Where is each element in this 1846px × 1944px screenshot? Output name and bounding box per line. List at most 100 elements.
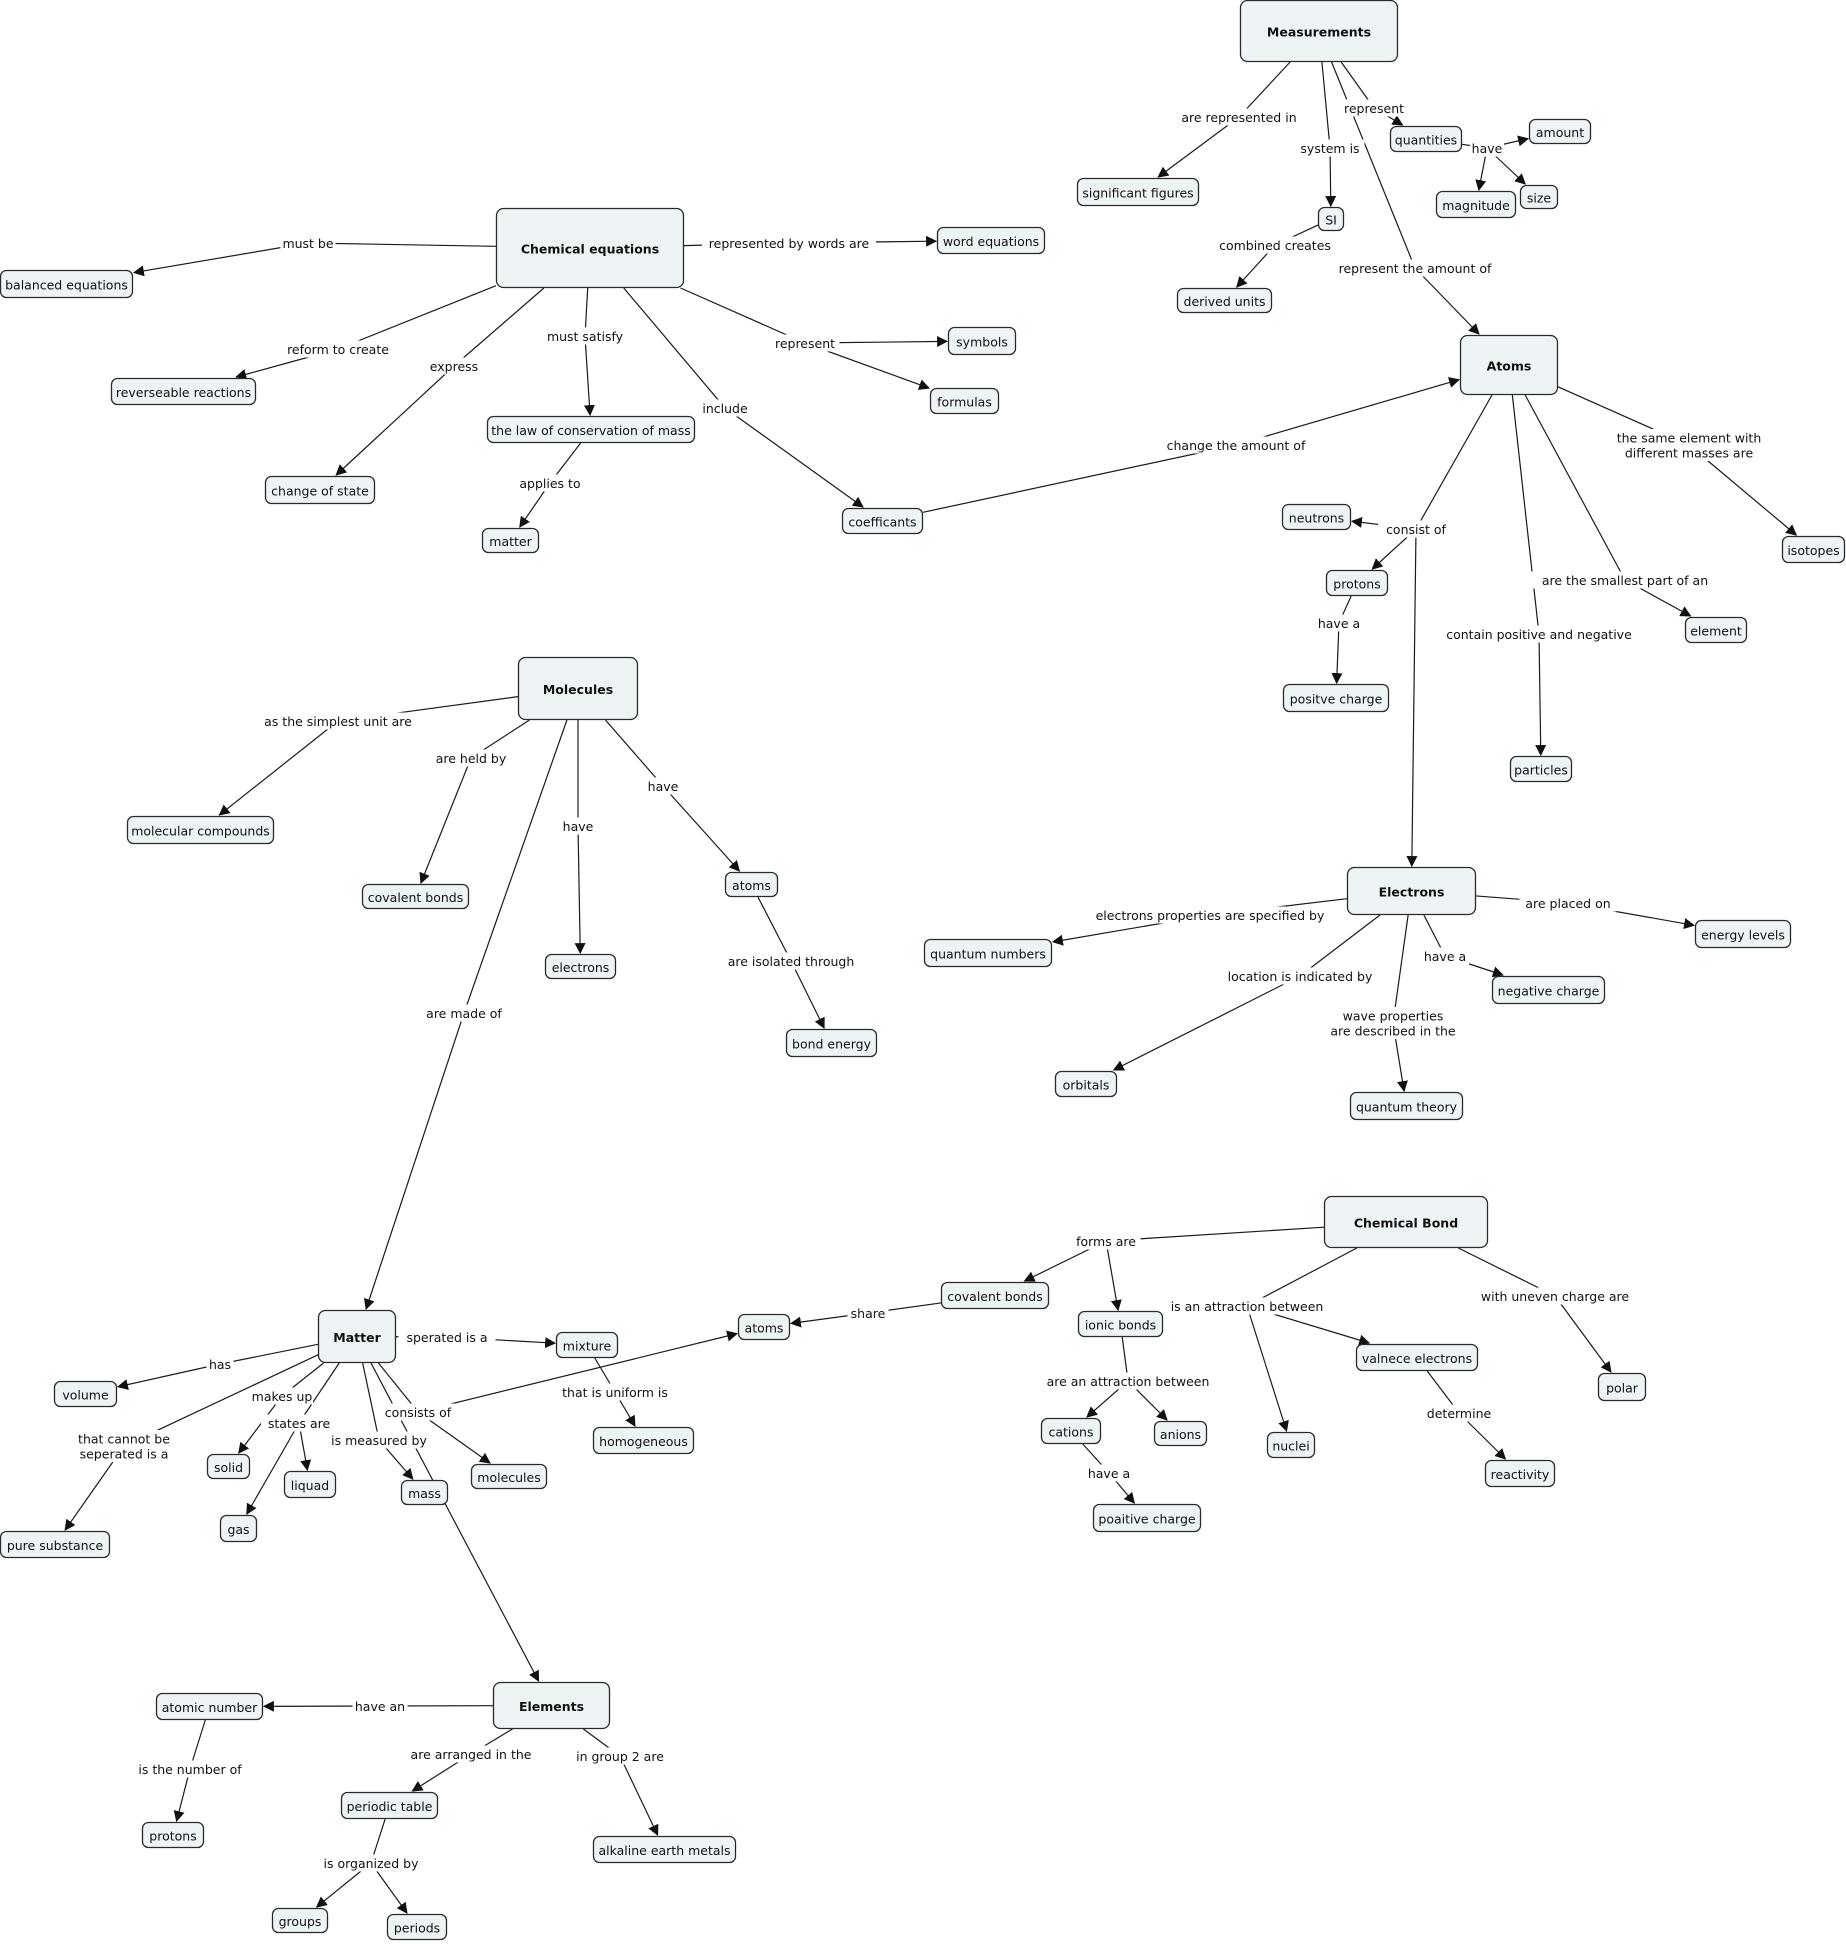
node-energylevels[interactable]: energy levels bbox=[1694, 919, 1792, 949]
link-electrons-to-orbitals bbox=[1112, 914, 1381, 1071]
node-covbonds1[interactable]: covalent bonds bbox=[361, 883, 470, 910]
node-reactivity[interactable]: reactivity bbox=[1484, 1459, 1556, 1488]
node-text: reverseable reactions bbox=[116, 385, 251, 400]
node-isotopes[interactable]: isotopes bbox=[1781, 535, 1846, 564]
node-bondenergy[interactable]: bond energy bbox=[785, 1028, 878, 1058]
node-valence[interactable]: valnece electrons bbox=[1355, 1343, 1479, 1372]
node-alkaline[interactable]: alkaline earth metals bbox=[592, 1835, 737, 1864]
link-arrow-segment bbox=[1112, 975, 1301, 1071]
node-balanced[interactable]: balanced equations bbox=[0, 269, 134, 299]
node-homogeneous[interactable]: homogeneous bbox=[592, 1426, 695, 1455]
node-covbonds2[interactable]: covalent bonds bbox=[940, 1281, 1050, 1310]
node-protons1[interactable]: protons bbox=[1325, 569, 1389, 597]
node-magnitude[interactable]: magnitude bbox=[1435, 190, 1517, 219]
node-box bbox=[1509, 755, 1573, 783]
node-anions[interactable]: anions bbox=[1153, 1420, 1208, 1447]
link-label-background bbox=[1077, 906, 1343, 924]
link-label-text: applies to bbox=[519, 476, 580, 491]
node-symbols[interactable]: symbols bbox=[947, 326, 1017, 356]
node-derived[interactable]: derived units bbox=[1176, 287, 1273, 314]
link-label-background bbox=[376, 1403, 460, 1421]
node-reversible[interactable]: reverseable reactions bbox=[110, 377, 257, 406]
node-text: mass bbox=[408, 1486, 441, 1501]
node-electrons2[interactable]: electrons bbox=[544, 953, 617, 980]
node-text: gas bbox=[227, 1522, 249, 1537]
node-box bbox=[470, 1463, 548, 1490]
node-text: nuclei bbox=[1272, 1439, 1309, 1454]
node-atoms3[interactable]: atoms bbox=[737, 1313, 791, 1341]
node-puresub[interactable]: pure substance bbox=[0, 1530, 111, 1559]
node-negcharge[interactable]: negative charge bbox=[1491, 975, 1606, 1005]
node-groups[interactable]: groups bbox=[271, 1907, 329, 1934]
node-formulas[interactable]: formulas bbox=[929, 387, 1000, 415]
concept-node-chembond[interactable]: Chemical Bond bbox=[1323, 1195, 1489, 1249]
node-size[interactable]: size bbox=[1519, 184, 1559, 210]
link-label-background bbox=[718, 952, 864, 970]
node-amount[interactable]: amount bbox=[1528, 118, 1592, 145]
node-text: derived units bbox=[1184, 294, 1266, 309]
link-label-background bbox=[1160, 1297, 1334, 1315]
node-particles[interactable]: particles bbox=[1509, 755, 1573, 783]
node-si[interactable]: SI bbox=[1317, 206, 1345, 232]
node-poaitive[interactable]: poaitive charge bbox=[1092, 1503, 1202, 1533]
node-molecules2[interactable]: molecules bbox=[470, 1463, 548, 1490]
node-molcomp[interactable]: molecular compounds bbox=[126, 815, 275, 845]
node-periods[interactable]: periods bbox=[386, 1913, 448, 1941]
node-orbitals[interactable]: orbitals bbox=[1054, 1070, 1118, 1098]
node-box bbox=[1076, 177, 1200, 207]
node-box bbox=[283, 1470, 337, 1499]
link-elements-to-alkaline bbox=[583, 1728, 659, 1836]
node-gas[interactable]: gas bbox=[219, 1514, 258, 1543]
node-polar[interactable]: polar bbox=[1597, 1372, 1647, 1402]
node-cations[interactable]: cations bbox=[1040, 1417, 1102, 1445]
node-quantities[interactable]: quantities bbox=[1389, 125, 1463, 153]
node-text: Molecules bbox=[543, 682, 613, 697]
node-atomicnum[interactable]: atomic number bbox=[155, 1692, 264, 1721]
link-segment bbox=[1246, 1247, 1358, 1307]
link-arrow-segment bbox=[246, 1422, 300, 1515]
node-box bbox=[1282, 683, 1390, 713]
node-text: Measurements bbox=[1267, 25, 1371, 40]
node-element[interactable]: element bbox=[1684, 616, 1748, 644]
node-text: groups bbox=[279, 1914, 322, 1929]
node-qtheory[interactable]: quantum theory bbox=[1349, 1091, 1464, 1121]
link-label: determine bbox=[1424, 1404, 1494, 1422]
node-box bbox=[841, 507, 924, 535]
node-atoms2[interactable]: atoms bbox=[724, 871, 779, 898]
concept-node-molecules[interactable]: Molecules bbox=[517, 656, 639, 721]
concept-node-matter[interactable]: Matter bbox=[317, 1309, 397, 1364]
node-coeff[interactable]: coefficants bbox=[841, 507, 924, 535]
concept-node-measurements[interactable]: Measurements bbox=[1239, 0, 1399, 63]
concept-node-elements[interactable]: Elements bbox=[492, 1681, 611, 1730]
node-changestate[interactable]: change of state bbox=[264, 475, 376, 505]
node-text: molecules bbox=[477, 1470, 540, 1485]
node-lawcons[interactable]: the law of conservation of mass bbox=[486, 415, 696, 444]
node-text: protons bbox=[1333, 577, 1380, 592]
link-label-text: must satisfy bbox=[547, 329, 624, 344]
link-measurements-to-si bbox=[1321, 61, 1337, 208]
node-qnumbers[interactable]: quantum numbers bbox=[923, 938, 1053, 968]
node-mixture[interactable]: mixture bbox=[555, 1331, 619, 1359]
node-protons2[interactable]: protons bbox=[141, 1821, 205, 1849]
node-text: alkaline earth metals bbox=[598, 1843, 730, 1858]
link-label-text: are made of bbox=[426, 1006, 502, 1021]
concept-node-chemeq[interactable]: Chemical equations bbox=[495, 207, 685, 289]
node-text: mixture bbox=[563, 1339, 612, 1354]
node-nuclei[interactable]: nuclei bbox=[1266, 1431, 1316, 1459]
node-matter1[interactable]: matter bbox=[481, 527, 540, 554]
link-measurements-to-atoms bbox=[1331, 61, 1480, 335]
concept-node-atoms[interactable]: Atoms bbox=[1459, 334, 1559, 396]
node-liquad[interactable]: liquad bbox=[283, 1470, 337, 1499]
node-mass[interactable]: mass bbox=[400, 1479, 449, 1506]
node-sigfig[interactable]: significant figures bbox=[1076, 177, 1200, 207]
node-solid[interactable]: solid bbox=[206, 1453, 251, 1480]
node-periodic[interactable]: periodic table bbox=[340, 1791, 439, 1820]
link-label-background bbox=[72, 1430, 176, 1462]
node-wordeq[interactable]: word equations bbox=[936, 226, 1046, 255]
node-neutrons[interactable]: neutrons bbox=[1281, 503, 1352, 531]
node-volume[interactable]: volume bbox=[53, 1380, 118, 1408]
concept-node-electrons[interactable]: Electrons bbox=[1346, 866, 1477, 916]
node-poscharge[interactable]: positve charge bbox=[1282, 683, 1390, 713]
link-label: must satisfy bbox=[540, 327, 630, 345]
node-ionic[interactable]: ionic bonds bbox=[1077, 1310, 1164, 1338]
